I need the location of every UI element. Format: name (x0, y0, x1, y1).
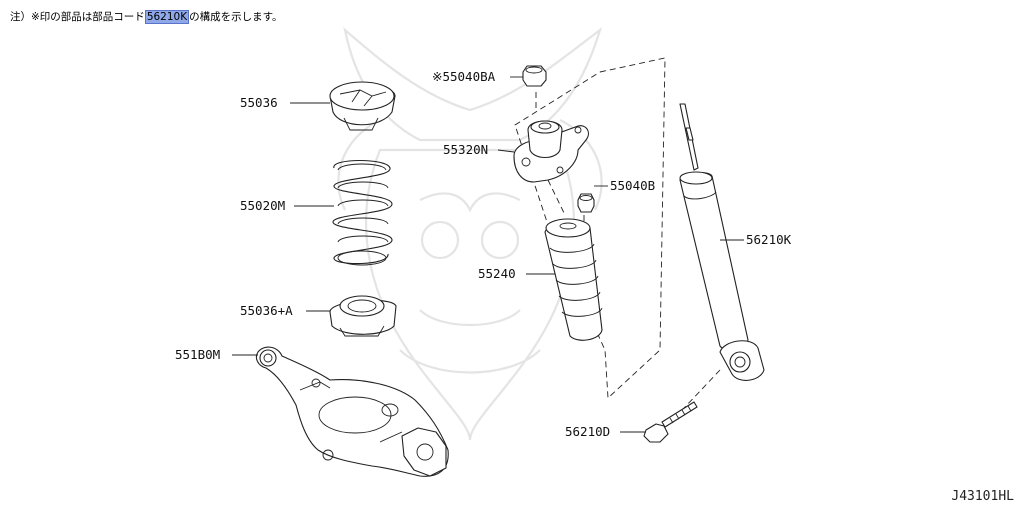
lower-spring-seat (329, 295, 397, 337)
coil-spring (332, 160, 393, 266)
part-label-coil-spring[interactable]: 55020M (240, 198, 286, 213)
part-label-nut[interactable]: 55040B (610, 178, 656, 193)
shock-absorber (679, 103, 765, 381)
upper-spring-seat (329, 81, 396, 131)
lower-arm (255, 346, 449, 477)
part-label-lower-arm[interactable]: 551B0M (175, 347, 221, 362)
leader-55320N (497, 149, 515, 153)
part-label-bolt[interactable]: 56210D (565, 424, 611, 439)
part-label-upper-spring-seat[interactable]: 55036 (240, 95, 278, 110)
part-label-strut-mount[interactable]: 55320N (443, 142, 489, 157)
bound-bumper (544, 218, 603, 341)
diagram-code: J43101HL (951, 489, 1014, 504)
mount-nut (522, 65, 547, 87)
leader-dashed (547, 179, 566, 216)
note-suffix: の構成を示します。 (189, 11, 283, 23)
part-label-shock-absorber[interactable]: 56210K (746, 232, 792, 247)
strut-mount (513, 120, 589, 183)
bolt (643, 401, 698, 443)
part-label-lower-spring-seat[interactable]: 55036+A (240, 303, 293, 318)
part-label-mount-nut[interactable]: ※55040BA (432, 69, 496, 84)
part-label-bound-bumper[interactable]: 55240 (478, 266, 516, 281)
nut (577, 193, 595, 213)
note-prefix: 注）※印の部品は部品コード (10, 11, 145, 23)
note-highlighted-code[interactable]: 56210K (144, 10, 190, 24)
assembly-outline (514, 57, 666, 399)
